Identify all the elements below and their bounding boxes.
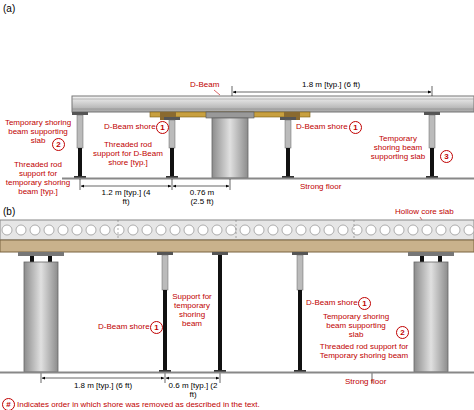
callout-number: 2: [400, 329, 404, 337]
panel-label: (a): [3, 3, 15, 14]
part-label: D-Beam shore: [104, 122, 156, 131]
callout-number: 2: [56, 141, 60, 149]
callout-number: 1: [160, 124, 164, 132]
callout-number: 1: [154, 324, 158, 332]
strong-floor: [62, 178, 474, 180]
dimension-label: 1.8 m [typ.] (6 ft): [73, 381, 133, 390]
callout-circle: 2: [52, 138, 65, 151]
shore-posts: [157, 252, 308, 372]
part-label: Temporary shoring beam supporting slab: [2, 118, 74, 145]
part-label: Temporary shoring beam supporting slab: [320, 312, 392, 339]
dimension-label: 0.76 m (2.5 ft): [185, 188, 219, 206]
hollow-core-slab: [0, 220, 474, 240]
callout-circle: 1: [156, 121, 169, 134]
strong-floor: [0, 372, 474, 374]
part-label: Hollow core slab: [395, 207, 454, 216]
temporary-shoring-beam: [0, 240, 474, 252]
part-label: D-Beam shore: [306, 298, 358, 307]
part-label: Temporary shoring beam supporting slab: [368, 134, 428, 161]
d-beam: [72, 96, 474, 112]
part-label: Indicates order in which shore was remov…: [17, 400, 260, 409]
part-label: Strong floor: [300, 182, 341, 191]
dimension-label: 1.8 m [typ.] (6 ft): [302, 80, 360, 89]
callout-circle: 2: [396, 326, 409, 339]
part-label: Threaded rod support for D-Beam shore [t…: [90, 140, 166, 167]
part-label: Support for temporary shoring beam: [168, 292, 216, 328]
callout-circle: 3: [440, 150, 453, 163]
part-label: D-Beam shore: [296, 122, 348, 131]
callout-circle: #: [2, 398, 15, 410]
panel-label: (b): [3, 206, 15, 217]
part-label: Threaded rod support for Temporary shori…: [318, 342, 410, 360]
dimension-label: 0.6 m [typ.] (2 ft): [167, 381, 219, 399]
callout-circle: 1: [150, 321, 163, 334]
part-label: D-Beam shore: [98, 322, 150, 331]
callout-circle: 1: [349, 121, 362, 134]
shore-posts: [72, 112, 440, 178]
callout-circle: 1: [358, 297, 371, 310]
part-label: D-Beam: [190, 80, 219, 89]
column: [212, 118, 248, 178]
dimension-label: 1.2 m [typ.] (4 ft): [99, 188, 153, 206]
callout-number: 1: [353, 124, 357, 132]
callout-number: #: [6, 401, 10, 409]
callout-number: 1: [362, 300, 366, 308]
callout-number: 3: [444, 153, 448, 161]
part-label: Strong floor: [345, 377, 386, 386]
column-supports: [18, 252, 454, 372]
part-label: Threaded rod support for temporary shori…: [2, 160, 74, 196]
